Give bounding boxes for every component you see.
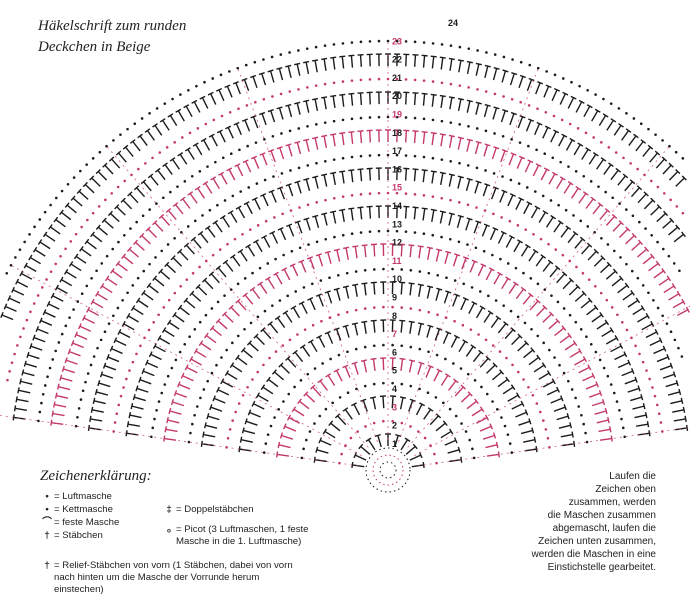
legend-heading: Zeichenerklärung: (40, 468, 152, 484)
legend-item-picot-cont: Masche in die 1. Luftmasche) (176, 536, 302, 547)
stitch-round (262, 343, 514, 454)
legend-item-relief-cont1: nach hinten um die Masche der Vorrunde h… (54, 572, 260, 583)
stitch-round (37, 115, 681, 423)
round-number-label: 15 (392, 183, 402, 193)
round-number-label: 18 (392, 128, 402, 138)
relief-stitch-icon: † (44, 560, 50, 571)
round-number-label: 13 (392, 219, 402, 229)
legend-item-picot: ₒ= Picot (3 Luftmaschen, 1 feste (162, 524, 309, 535)
stitch-round (338, 419, 438, 465)
round-number-label: 20 (392, 91, 402, 101)
round-number-label: 23 (392, 36, 402, 46)
legend-item-relief: †= Relief-Stäbchen von vorn (1 Stäbchen,… (40, 560, 292, 571)
round-number-label: 24 (448, 18, 458, 28)
stitch-round (187, 267, 589, 444)
round-number-label: 1 (392, 439, 397, 449)
legend-item-slip: •= Kettmasche (40, 504, 113, 515)
round-number-label: 3 (392, 402, 397, 412)
stitch-round (163, 243, 613, 442)
round-number-label: 17 (392, 146, 402, 156)
round-number-label: 10 (392, 274, 402, 284)
chart-title-line2: Deckchen in Beige (38, 39, 151, 55)
stitch-round (275, 357, 501, 458)
stitch-round (238, 319, 538, 453)
stitch-round (150, 229, 626, 439)
reading-note: Laufen die Zeichen oben zusammen, werden… (531, 471, 656, 573)
round-number-label: 9 (392, 293, 397, 303)
stitch-round (74, 153, 684, 428)
round-number-label: 7 (392, 329, 397, 339)
stitch-round (87, 167, 689, 432)
round-number-label: 19 (392, 110, 402, 120)
double-crochet-icon: † (44, 530, 50, 541)
round-number-label: 11 (392, 256, 402, 266)
stitch-round (313, 395, 463, 463)
round-number-label: 5 (392, 366, 397, 376)
round-number-label: 2 (392, 421, 397, 431)
round-number-label: 16 (392, 164, 402, 174)
legend-item-chain: •= Luftmasche (40, 491, 112, 502)
picot-icon: ₒ (167, 524, 171, 535)
slip-stitch-icon: • (45, 504, 49, 515)
round-number-label: 22 (392, 55, 402, 65)
legend-item-treble: ‡= Doppelstäbchen (162, 504, 253, 515)
chain-stitch-icon: • (45, 491, 49, 502)
stitch-round (6, 77, 685, 382)
stitch-round (351, 433, 425, 469)
legend-item-relief-cont2: einstechen) (54, 584, 104, 595)
stitch-round (300, 381, 476, 460)
stitch-rounds (0, 39, 690, 493)
round-number-label: 6 (392, 347, 397, 357)
treble-crochet-icon: ‡ (166, 504, 172, 515)
legend-item-double-crochet: †= Stäbchen (40, 530, 102, 541)
stitch-round (125, 205, 651, 437)
stitch-round (50, 129, 690, 426)
stitch-round (12, 91, 686, 421)
stitch-round (5, 39, 685, 275)
stitch-round (200, 281, 576, 447)
stitch-columns (0, 41, 690, 467)
round-number-label: 12 (392, 238, 402, 248)
round-number-label: 8 (392, 311, 397, 321)
round-number-label: 21 (392, 73, 402, 83)
chart-title-line1: Häkelschrift zum runden (38, 18, 187, 34)
round-number-label: 4 (392, 384, 397, 394)
stitch-round (112, 191, 664, 433)
legend-item-single-crochet: ⌒= feste Masche (40, 517, 119, 528)
single-crochet-icon: ⌒ (42, 517, 52, 528)
round-number-label: 14 (392, 201, 402, 211)
stitch-round (225, 305, 551, 449)
stitch-round (0, 53, 687, 321)
